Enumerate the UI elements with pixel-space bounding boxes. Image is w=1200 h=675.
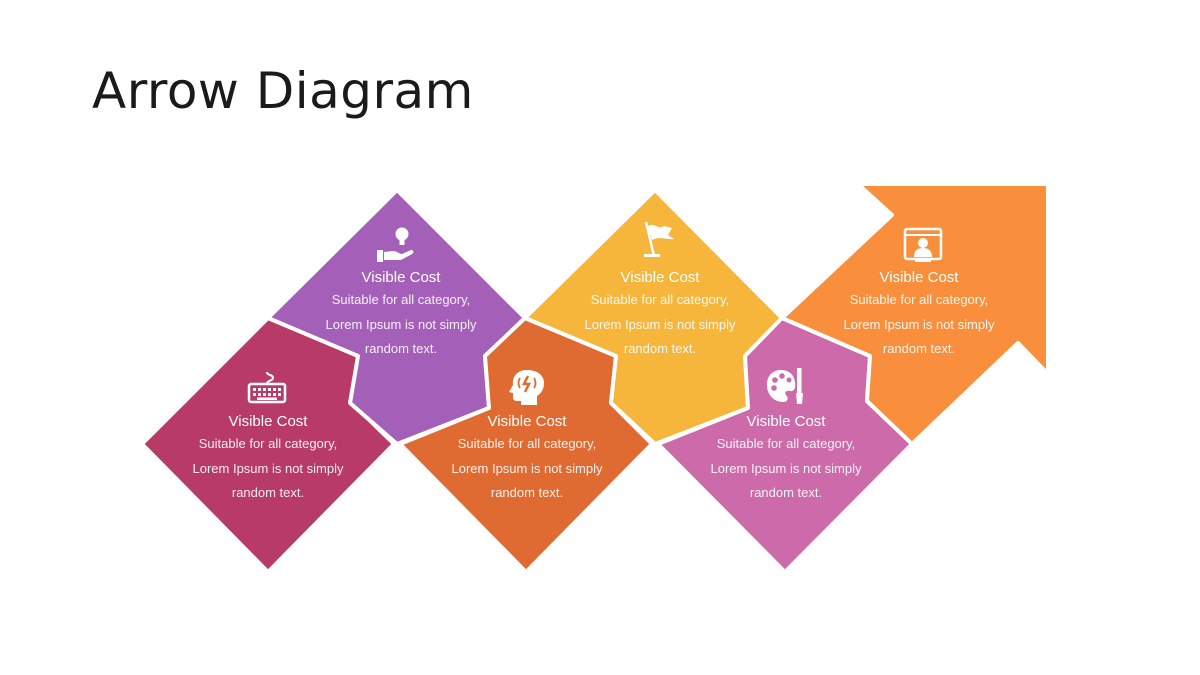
keyboard-icon xyxy=(247,371,287,404)
step-1-heading: Visible Cost xyxy=(228,413,308,430)
flag-icon xyxy=(644,221,674,257)
step-1-text-line-2: Lorem Ipsum is not simply xyxy=(192,460,344,476)
step-4-label: Visible Cost Suitable for all category, … xyxy=(560,268,760,362)
step-6-label: Visible Cost Suitable for all category, … xyxy=(819,268,1019,362)
step-1-label: Visible Cost Suitable for all category, … xyxy=(168,412,368,506)
step-3-heading: Visible Cost xyxy=(487,413,567,430)
step-2-text-line-1: Suitable for all category, xyxy=(331,292,471,307)
step-3-text-line-3: random text. xyxy=(490,485,564,500)
step-3-text-line-1: Suitable for all category, xyxy=(457,436,597,451)
step-5-heading: Visible Cost xyxy=(746,413,826,430)
page-title: Arrow Diagram xyxy=(92,62,474,120)
step-2-text-line-2: Lorem Ipsum is not simply xyxy=(325,316,477,332)
step-4-text-line-1: Suitable for all category, xyxy=(590,292,730,307)
step-6-heading: Visible Cost xyxy=(879,269,959,286)
step-6-text-line-2: Lorem Ipsum is not simply xyxy=(843,316,995,332)
step-5-text-line-1: Suitable for all category, xyxy=(716,436,856,451)
step-5-text-line-2: Lorem Ipsum is not simply xyxy=(710,460,862,476)
step-3-text-line-2: Lorem Ipsum is not simply xyxy=(451,460,603,476)
idea-hand-icon xyxy=(377,227,414,262)
step-5-text-line-3: random text. xyxy=(749,485,823,500)
step-6-text-line-3: random text. xyxy=(882,341,956,356)
step-1-text-line-3: random text. xyxy=(231,485,305,500)
step-6-text-line-1: Suitable for all category, xyxy=(849,292,989,307)
step-2-label: Visible Cost Suitable for all category, … xyxy=(301,268,501,362)
step-1-text-line-1: Suitable for all category, xyxy=(198,436,338,451)
brain-head-icon xyxy=(509,370,544,405)
step-2-text-line-3: random text. xyxy=(364,341,438,356)
step-4-text-line-3: random text. xyxy=(623,341,697,356)
step-6-arrow-shape xyxy=(780,182,1050,446)
presenter-screen-icon xyxy=(903,227,943,262)
step-3-label: Visible Cost Suitable for all category, … xyxy=(427,412,627,506)
step-4-heading: Visible Cost xyxy=(620,269,700,286)
step-2-heading: Visible Cost xyxy=(361,269,441,286)
step-4-text-line-2: Lorem Ipsum is not simply xyxy=(584,316,736,332)
step-5-label: Visible Cost Suitable for all category, … xyxy=(686,412,886,506)
palette-icon xyxy=(766,368,803,404)
